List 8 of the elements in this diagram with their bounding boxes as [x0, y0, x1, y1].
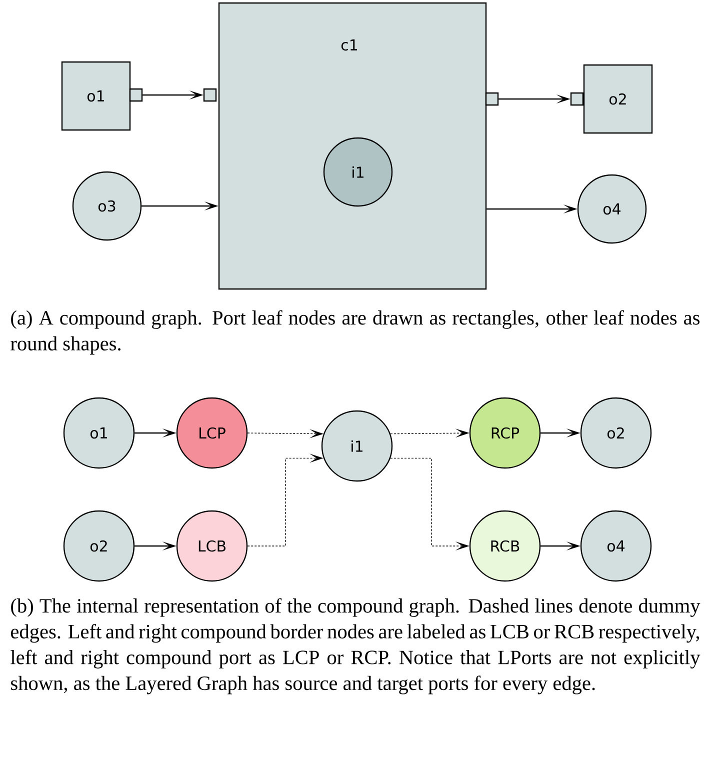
caption: (b) The internal representation of the compound graph. Dashed lines denote dummy edges. Left and right compound border nodes are labeled as LCB or RCB respectively, left and right compound port as LCP or RCP. Notice that LPorts are not explicitly shown, as the Layered Graph has source and target ports for every edge. [10, 598, 700, 694]
port-square [203, 88, 217, 102]
port-square [570, 92, 584, 106]
node-box: o1 [61, 61, 131, 131]
port-square [129, 88, 143, 102]
caption: (a) A compound graph. Port leaf nodes are drawn as rectangles, other leaf nodes as round shapes. [10, 310, 700, 355]
port-square [485, 92, 499, 106]
node-box: o2 [583, 64, 653, 134]
